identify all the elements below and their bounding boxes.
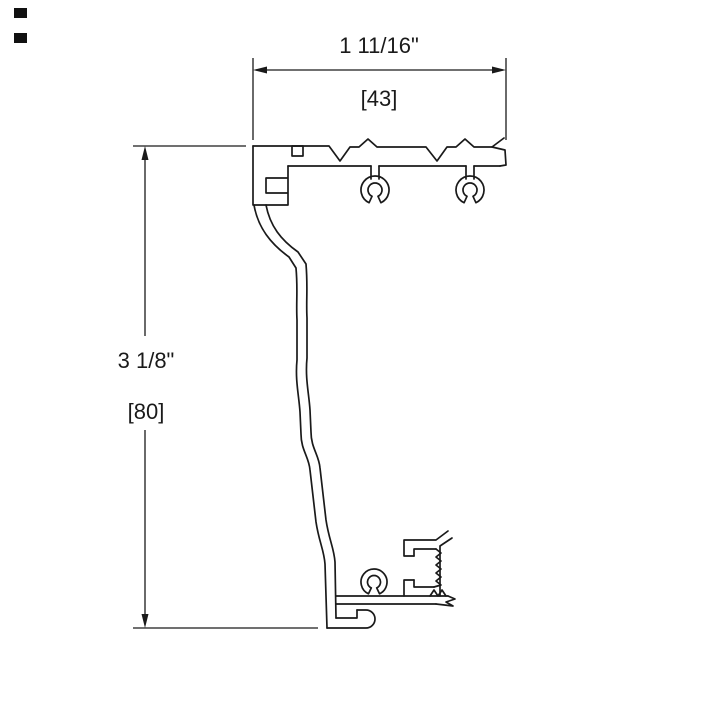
foot-arm	[335, 595, 449, 605]
rail-right-end	[491, 146, 507, 167]
wall-inner-edge	[265, 204, 337, 619]
rail-notch	[291, 145, 304, 157]
c-clip	[360, 568, 388, 595]
dimension-arrow-icon	[141, 614, 149, 628]
hook-outline	[252, 145, 289, 206]
corner-mark-icon	[14, 33, 27, 43]
channel-outline	[403, 530, 453, 597]
foot-channel	[403, 530, 453, 597]
c-clip	[360, 165, 390, 204]
height-imperial-label: 3 1/8"	[118, 348, 175, 373]
profile-foot	[326, 530, 456, 629]
wall-outer-edge	[253, 204, 328, 629]
extrusion-profile	[252, 137, 507, 629]
arm-serrated-end	[435, 595, 456, 607]
height-metric-label: [80]	[128, 399, 165, 424]
profile-top-clips	[360, 165, 485, 204]
dimension-arrow-icon	[141, 146, 149, 160]
corner-mark-icon	[14, 8, 27, 18]
channel-serration	[433, 548, 442, 588]
flange-outer	[326, 609, 376, 629]
width-dimension: 1 11/16" [43]	[252, 33, 507, 140]
height-dimension: 3 1/8" [80]	[118, 145, 318, 629]
flange-inner	[335, 609, 358, 619]
corner-artifacts	[14, 8, 27, 43]
profile-wall	[253, 204, 337, 629]
width-metric-label: [43]	[361, 86, 398, 111]
width-imperial-label: 1 11/16"	[339, 33, 419, 58]
rail-top-edge	[252, 137, 505, 162]
c-clip	[455, 165, 485, 204]
profile-top-rail	[252, 137, 507, 167]
profile-left-hook	[252, 145, 289, 206]
dimension-arrow-icon	[492, 66, 506, 74]
dimension-arrow-icon	[253, 66, 267, 74]
channel-cavity	[413, 548, 437, 588]
arm-knurl	[429, 589, 447, 597]
